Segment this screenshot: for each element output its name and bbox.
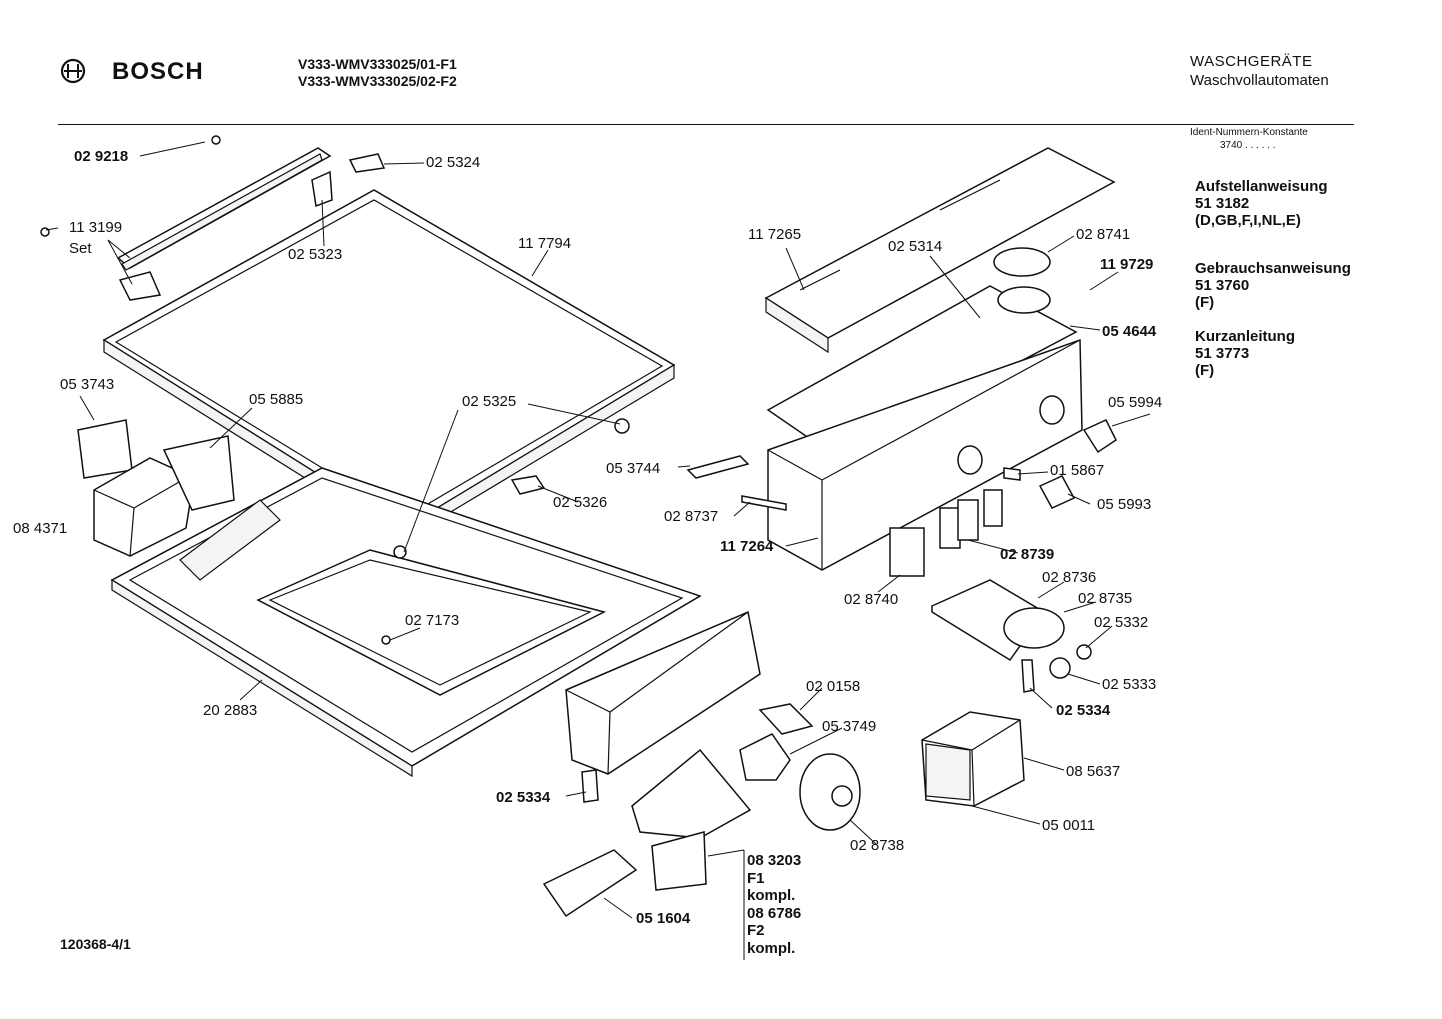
kit-line: F1 <box>747 869 765 887</box>
ident-value: 3740 . . . . . . <box>1220 140 1276 151</box>
module-drawing <box>542 703 861 918</box>
part-label-028735: 02 8735 <box>1078 590 1133 607</box>
document-title: Gebrauchsanweisung <box>1195 260 1351 277</box>
part-label-020158: 02 0158 <box>806 678 861 695</box>
part-label-025334-right: 02 5334 <box>1056 702 1111 719</box>
timer-drawing <box>931 579 1092 693</box>
part-label-054644: 05 4644 <box>1102 323 1157 340</box>
part-label-028737: 02 8737 <box>664 508 719 525</box>
part-label-053744: 05 3744 <box>606 460 661 477</box>
part-label-202883: 20 2883 <box>203 702 258 719</box>
control-panel-drawing <box>686 247 1083 577</box>
model-line-1: V333-WMV333025/01-F1 <box>298 56 457 72</box>
part-label-028739: 02 8739 <box>1000 546 1055 563</box>
switch-block-drawing <box>921 711 1025 807</box>
document-user-manual: Gebrauchsanweisung 51 3760 (F) <box>1195 260 1351 311</box>
lid-rail-drawing <box>40 135 386 301</box>
part-label-set: Set <box>69 240 92 257</box>
document-installation: Aufstellanweisung 51 3182 (D,GB,F,I,NL,E… <box>1195 178 1328 229</box>
document-quick-guide: Kurzanleitung 51 3773 (F) <box>1195 328 1295 379</box>
category-subtitle: Waschvollautomaten <box>1190 72 1329 89</box>
kit-line: 08 3203 <box>747 852 802 869</box>
brand-name: BOSCH <box>112 58 204 85</box>
part-label-055994: 05 5994 <box>1108 394 1163 411</box>
part-label-025334-left: 02 5334 <box>496 789 551 806</box>
part-label-117794: 11 7794 <box>518 235 572 252</box>
part-label-051604: 05 1604 <box>636 910 691 927</box>
leader-lines <box>45 141 1151 960</box>
part-label-113199: 11 3199 <box>69 219 123 236</box>
document-number: 51 3182 <box>1195 195 1250 212</box>
part-label-084371: 08 4371 <box>13 520 68 537</box>
part-label-025314: 02 5314 <box>888 238 943 255</box>
part-label-053743: 05 3743 <box>60 376 115 393</box>
control-cover-drawing <box>764 147 1116 354</box>
part-label-028736: 02 8736 <box>1042 569 1097 586</box>
part-label-025323: 02 5323 <box>288 246 343 263</box>
part-label-025332: 02 5332 <box>1094 614 1149 631</box>
kit-line: 08 6786 <box>747 904 802 922</box>
part-label-055993: 05 5993 <box>1097 496 1152 513</box>
top-frame-drawing <box>110 467 702 778</box>
part-label-027173: 02 7173 <box>405 612 460 629</box>
part-label-053749: 05 3749 <box>822 718 877 735</box>
part-label-028741: 02 8741 <box>1076 226 1131 243</box>
category-title: WASCHGERÄTE <box>1190 53 1313 70</box>
part-label-055885: 05 5885 <box>249 391 304 408</box>
document-title: Kurzanleitung <box>1195 328 1295 345</box>
kit-line: kompl. <box>747 939 796 957</box>
kit-line: F2 <box>747 922 765 939</box>
document-languages: (D,GB,F,I,NL,E) <box>1195 212 1301 229</box>
document-number: 51 3773 <box>1195 345 1250 362</box>
part-label-025325: 02 5325 <box>462 393 517 410</box>
part-label-117265: 11 7265 <box>748 226 802 243</box>
part-label-028738: 02 8738 <box>850 837 905 854</box>
part-label-025333: 02 5333 <box>1102 676 1157 693</box>
knob-drawing <box>1003 419 1117 509</box>
drawing-number: 120368-4/1 <box>60 936 131 952</box>
kit-label-block: 08 3203 F1 kompl. 08 6786 F2 kompl. <box>747 852 801 957</box>
kit-line: kompl. <box>747 887 796 904</box>
part-label-025324: 02 5324 <box>426 154 481 171</box>
part-label-119729: 11 9729 <box>1100 256 1154 273</box>
part-label-015867: 01 5867 <box>1050 462 1105 479</box>
fastener-drawing <box>510 418 630 495</box>
part-label-028740: 02 8740 <box>844 591 899 608</box>
part-label-025326: 02 5326 <box>553 494 608 511</box>
model-line-2: V333-WMV333025/02-F2 <box>298 73 457 89</box>
dispenser-box-drawing <box>77 419 235 557</box>
bracket-drawing <box>565 610 761 803</box>
header-divider <box>58 124 1354 125</box>
part-label-117264: 11 7264 <box>720 538 774 555</box>
document-number: 51 3760 <box>1195 277 1250 294</box>
bosch-logo-icon <box>60 58 86 89</box>
document-languages: (F) <box>1195 362 1215 379</box>
part-label-085637: 08 5637 <box>1066 763 1121 780</box>
part-label-050011: 05 0011 <box>1042 817 1096 834</box>
document-languages: (F) <box>1195 294 1215 311</box>
ident-label: Ident-Nummern-Konstante <box>1190 127 1308 138</box>
document-title: Aufstellanweisung <box>1195 178 1328 195</box>
part-label-029218: 02 9218 <box>74 148 129 165</box>
